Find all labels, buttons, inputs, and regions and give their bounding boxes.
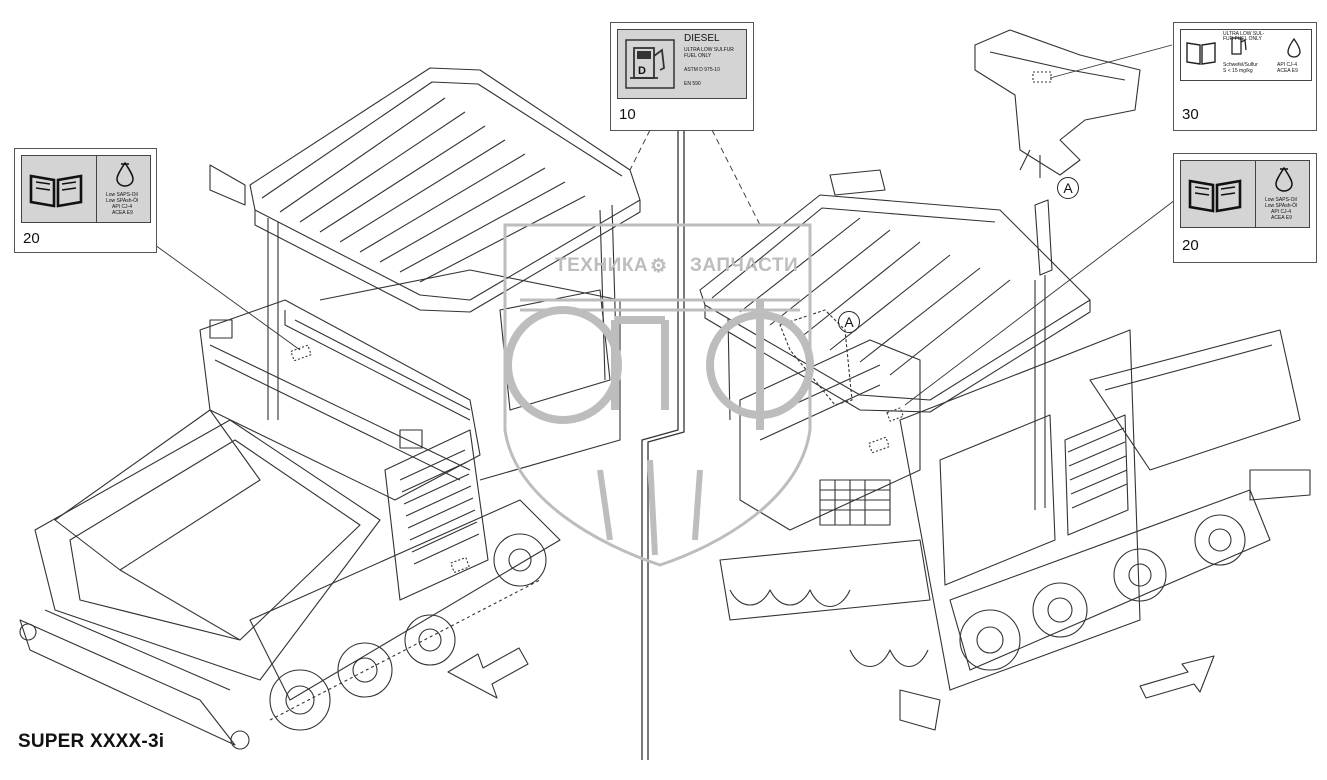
oil-right-line-2: Low SPAsh-Öl	[1265, 203, 1298, 209]
diesel-line-4: EN 590	[684, 81, 701, 87]
callout-number: 20	[1182, 237, 1199, 254]
watermark-gear-icon: ⚙	[650, 256, 668, 277]
oil-drop-icon	[1275, 166, 1293, 192]
svg-text:D: D	[638, 65, 646, 77]
fuel-30-line-1: ULTRA LOW SUL-	[1223, 31, 1265, 37]
fuel-pump-icon: D	[625, 39, 675, 89]
diesel-line-2: FUEL ONLY	[684, 53, 712, 59]
oil-right-divider	[1255, 161, 1256, 227]
diesel-title: DIESEL	[684, 33, 720, 44]
diesel-decal: D DIESEL ULTRA LOW SULFUR FUEL ONLY ASTM…	[617, 29, 747, 99]
fuel-30-line-2: FUR FUEL ONLY	[1223, 36, 1262, 42]
oil-right-line-4: ACEA E9	[1271, 215, 1292, 221]
fuel-pump-icon	[1231, 37, 1247, 55]
oil-left-line-1: Low SAPS-Oil	[106, 192, 138, 198]
fuel-30-decal: ULTRA LOW SUL- FUR FUEL ONLY Schwefel/Su…	[1180, 29, 1312, 81]
oil-drop-icon	[116, 161, 134, 187]
manual-book-icon	[29, 174, 83, 208]
left-paver	[19, 67, 641, 750]
callout-oil-right: Low SAPS-Oil Low SPAsh-Öl API CJ-4 ACEA …	[1173, 153, 1317, 263]
right-paver	[699, 169, 1311, 731]
oil-left-line-4: ACEA E9	[112, 210, 133, 216]
watermark-right-text: ЗАПЧАСТИ	[690, 255, 799, 276]
model-label: SUPER XXXX-3i	[18, 731, 165, 752]
callout-number: 20	[23, 230, 40, 247]
watermark-shield	[503, 223, 814, 567]
oil-drop-icon	[1287, 37, 1301, 58]
detail-marker-a-top: A	[1057, 177, 1079, 199]
callout-diesel: D DIESEL ULTRA LOW SULFUR FUEL ONLY ASTM…	[610, 22, 754, 131]
diesel-line-3: ASTM D 975-10	[684, 67, 720, 73]
callout-fuel-30: ULTRA LOW SUL- FUR FUEL ONLY Schwefel/Su…	[1173, 22, 1317, 131]
callout-number: 30	[1182, 106, 1199, 123]
oil-left-line-2: Low SPAsh-Öl	[106, 198, 139, 204]
oil-left-decal: Low SAPS-Oil Low SPAsh-Öl API CJ-4 ACEA …	[21, 155, 151, 223]
callout-oil-left: Low SAPS-Oil Low SPAsh-Öl API CJ-4 ACEA …	[14, 148, 157, 253]
detail-marker-a-machine: A	[838, 311, 860, 333]
oil-left-divider	[96, 156, 97, 222]
oil-right-line-3: API CJ-4	[1271, 209, 1292, 215]
oil-right-line-1: Low SAPS-Oil	[1265, 197, 1297, 203]
callout-number: 10	[619, 106, 636, 123]
fuel-30-line-4: S < 15 mg/kg	[1223, 68, 1253, 74]
watermark-left-text: ТЕХНИКА	[555, 255, 649, 276]
fuel-30-line-5: API CJ-4	[1277, 62, 1298, 68]
oil-left-line-3: API CJ-4	[112, 204, 133, 210]
fuel-30-line-6: ACEA E9	[1277, 68, 1298, 74]
fuel-cap-inset	[974, 29, 1141, 178]
oil-right-decal: Low SAPS-Oil Low SPAsh-Öl API CJ-4 ACEA …	[1180, 160, 1310, 228]
manual-book-icon	[1186, 42, 1216, 65]
manual-book-icon	[1188, 179, 1242, 213]
fuel-30-line-3: Schwefel/Sulfur	[1223, 62, 1258, 68]
diesel-line-1: ULTRA LOW SULFUR	[684, 47, 734, 53]
